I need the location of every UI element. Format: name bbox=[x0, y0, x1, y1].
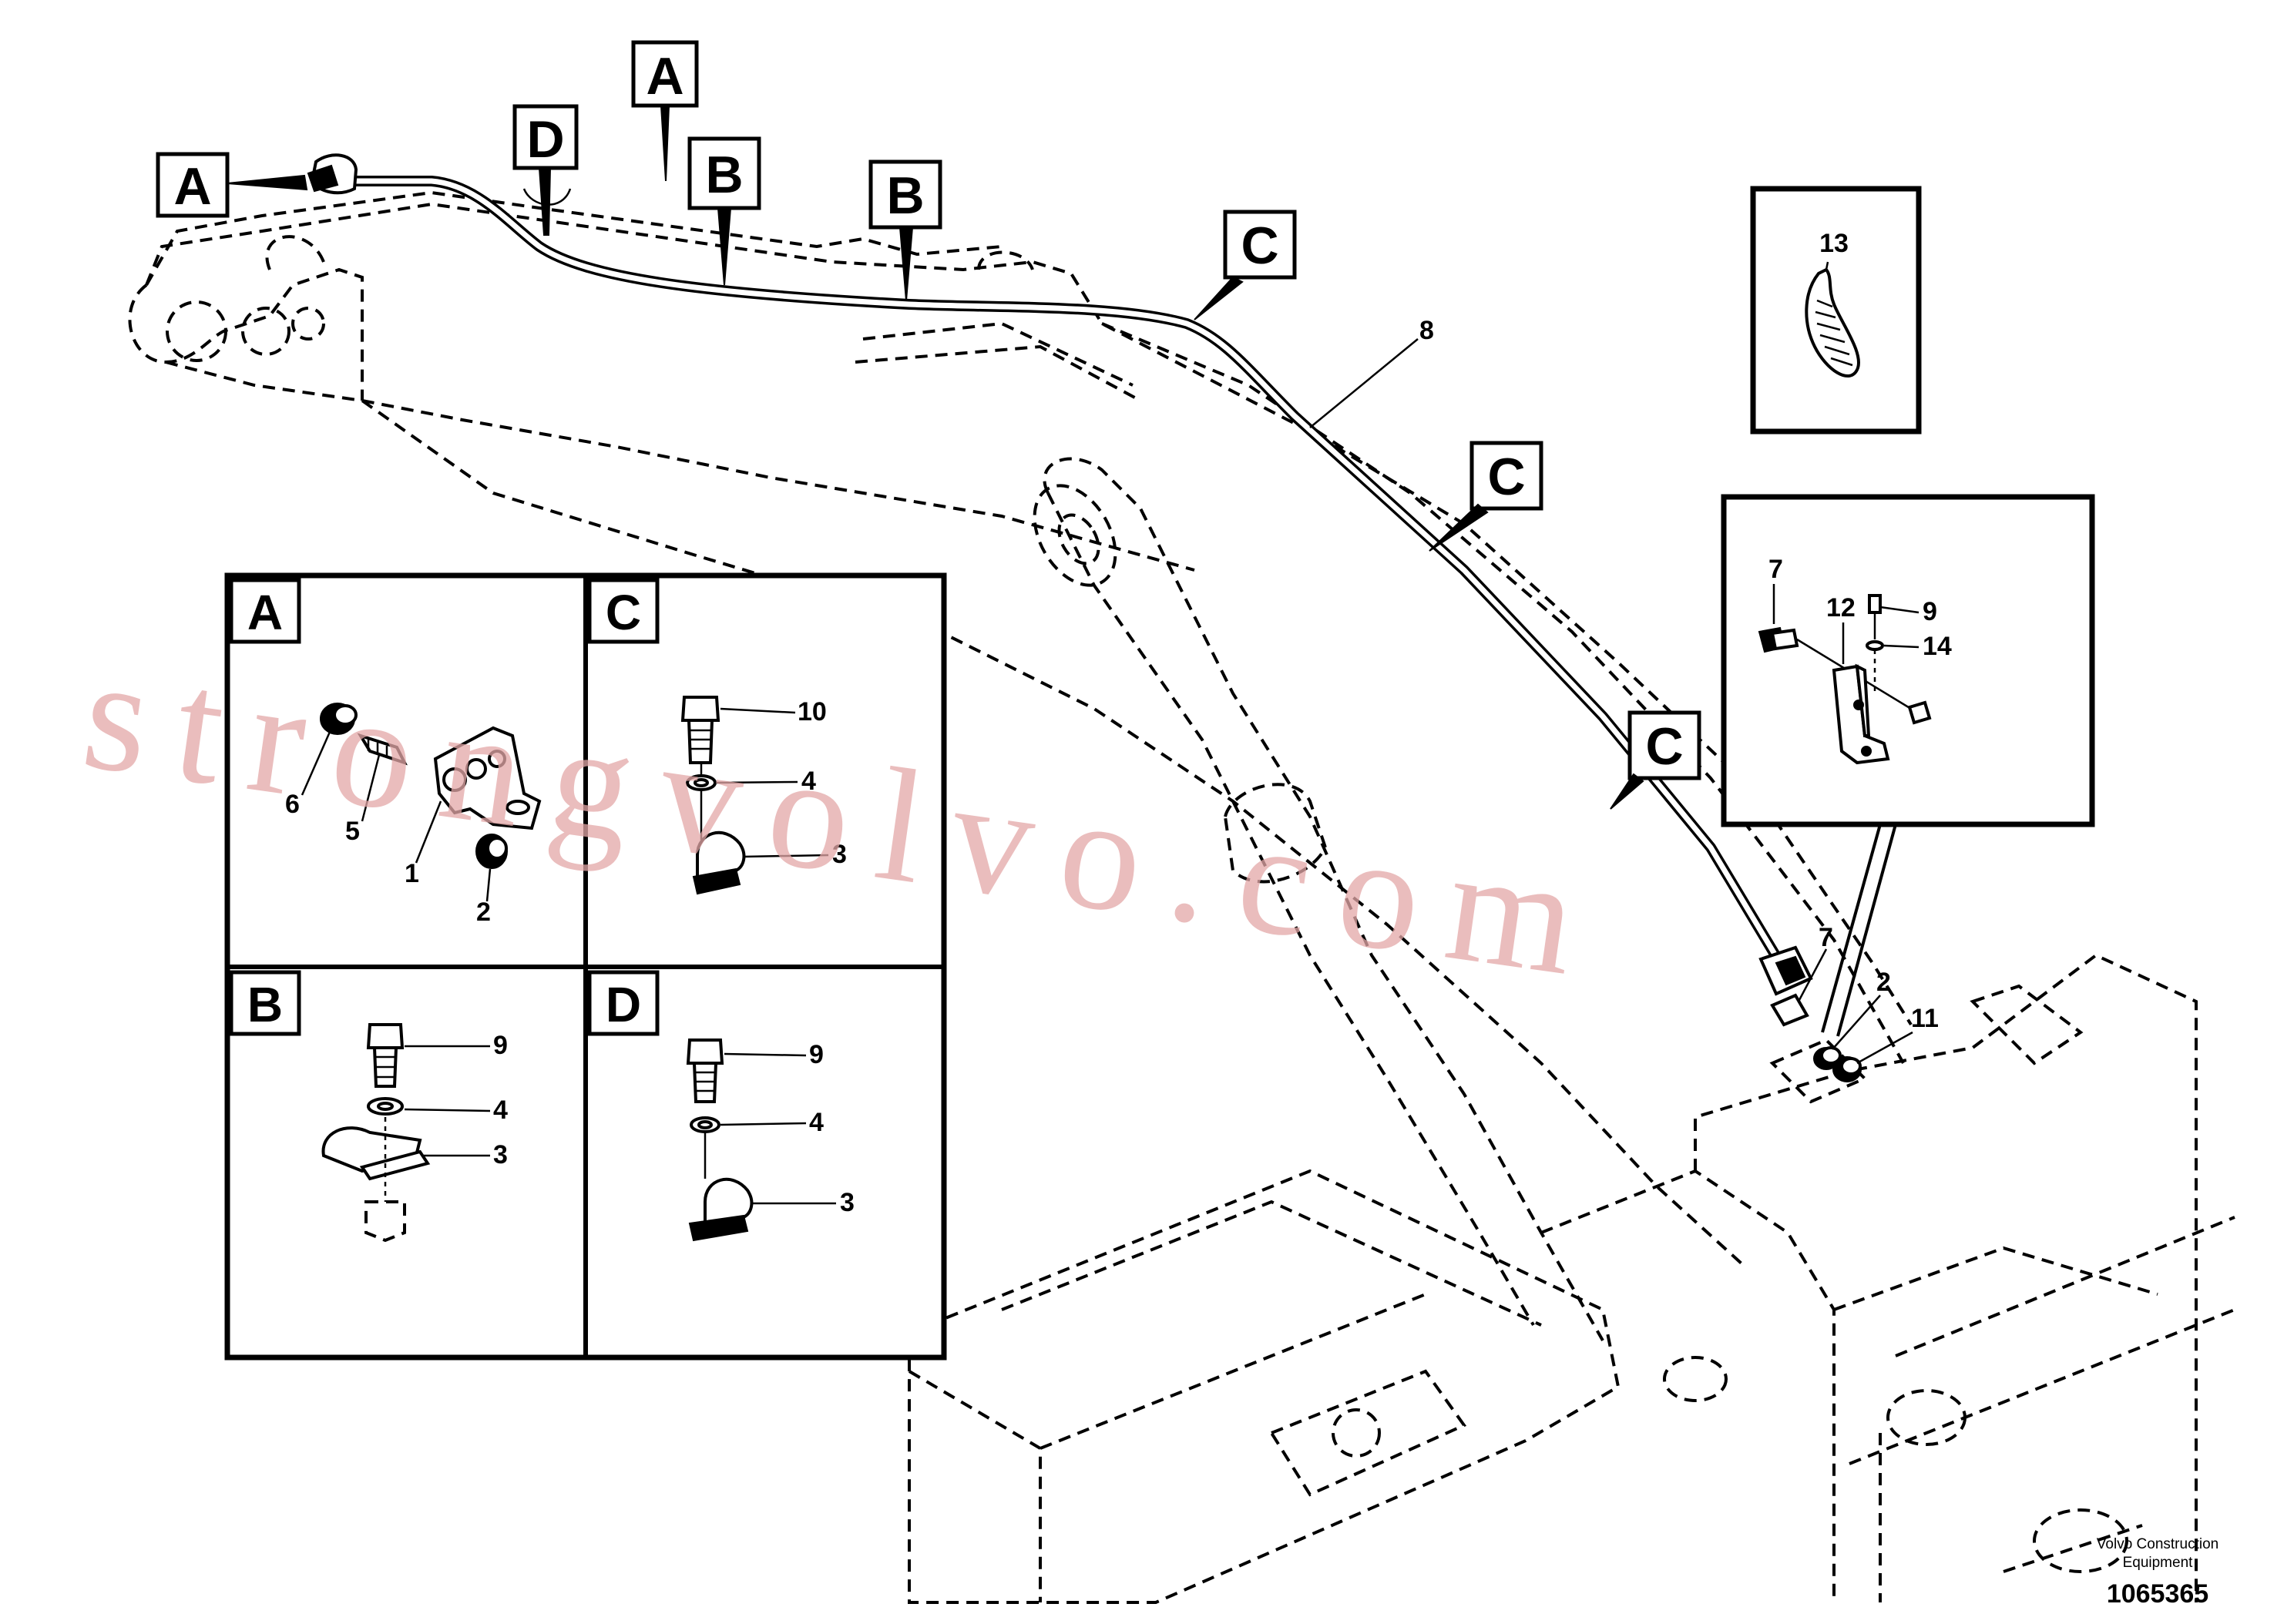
detail-a-title: A bbox=[247, 585, 283, 640]
inset-label-14: 14 bbox=[1923, 632, 1952, 661]
inset-bracket: 7 12 9 14 bbox=[1721, 494, 2095, 1037]
callout-a-top[interactable]: A bbox=[631, 40, 699, 182]
detail-a-label-2: 2 bbox=[476, 898, 491, 927]
detail-b-label-3: 3 bbox=[493, 1140, 508, 1169]
drawing-number: 1065365 bbox=[2107, 1579, 2208, 1609]
callout-c-1-label: C bbox=[1241, 216, 1278, 275]
hose-label-text: 8 bbox=[1419, 316, 1434, 345]
callout-d-label: D bbox=[526, 110, 564, 169]
detail-a-label-6: 6 bbox=[285, 790, 300, 819]
callout-d[interactable]: D bbox=[512, 104, 579, 236]
inset-label-7: 7 bbox=[1768, 555, 1783, 584]
detail-d-label-4: 4 bbox=[809, 1108, 824, 1137]
connection-parts: 7 2 11 bbox=[1770, 923, 1939, 1082]
inset-cable-tie: 13 bbox=[1750, 186, 1922, 435]
callout-c-3[interactable]: C bbox=[1610, 710, 1701, 810]
callout-c-2-label: C bbox=[1487, 448, 1525, 506]
label-nut: 2 bbox=[1876, 968, 1891, 997]
detail-c-title: C bbox=[606, 585, 641, 640]
detail-b-label-9: 9 bbox=[493, 1031, 508, 1060]
footer: Volvo Construction Equipment 1065365 bbox=[2097, 1536, 2218, 1609]
detail-a-label-1: 1 bbox=[405, 859, 419, 888]
hydraulic-hose bbox=[307, 153, 1813, 996]
callout-b-1[interactable]: B bbox=[687, 136, 761, 286]
detail-panel: A 6 5 1 2 C bbox=[224, 572, 947, 1361]
callout-b-2[interactable]: B bbox=[868, 159, 942, 301]
detail-d-label-3: 3 bbox=[840, 1188, 855, 1217]
detail-a: A 6 5 1 2 bbox=[229, 578, 542, 927]
footer-company-line2: Equipment bbox=[2123, 1555, 2194, 1571]
hose-label: 8 bbox=[1309, 316, 1434, 428]
callout-c-2[interactable]: C bbox=[1429, 441, 1543, 552]
label-cap: 11 bbox=[1911, 1004, 1939, 1033]
inset-label-9: 9 bbox=[1923, 597, 1937, 626]
detail-b: B 9 4 3 bbox=[229, 970, 508, 1243]
inset-13-label: 13 bbox=[1819, 229, 1849, 258]
detail-d: D 9 4 3 bbox=[587, 970, 855, 1242]
callout-a-top-label: A bbox=[646, 47, 683, 106]
detail-b-title: B bbox=[247, 977, 283, 1032]
inset-label-12: 12 bbox=[1826, 593, 1856, 622]
detail-c-label-3: 3 bbox=[832, 840, 847, 869]
label-fitting: 7 bbox=[1819, 923, 1833, 952]
callout-a-left[interactable]: A bbox=[156, 152, 308, 218]
callout-b-2-label: B bbox=[886, 166, 924, 225]
callout-c-1[interactable]: C bbox=[1194, 210, 1297, 320]
detail-c: C 10 4 3 bbox=[587, 578, 847, 895]
detail-d-title: D bbox=[606, 977, 641, 1032]
callout-c-3-label: C bbox=[1645, 717, 1683, 776]
detail-c-label-4: 4 bbox=[801, 767, 816, 796]
detail-b-label-4: 4 bbox=[493, 1096, 508, 1125]
machine-outline bbox=[128, 190, 2235, 1604]
callout-a-left-label: A bbox=[173, 157, 211, 216]
detail-d-label-9: 9 bbox=[809, 1040, 824, 1069]
detail-c-label-10: 10 bbox=[798, 697, 827, 726]
detail-a-label-5: 5 bbox=[345, 817, 360, 846]
callout-b-1-label: B bbox=[705, 146, 743, 204]
footer-company-line1: Volvo Construction bbox=[2097, 1536, 2218, 1552]
